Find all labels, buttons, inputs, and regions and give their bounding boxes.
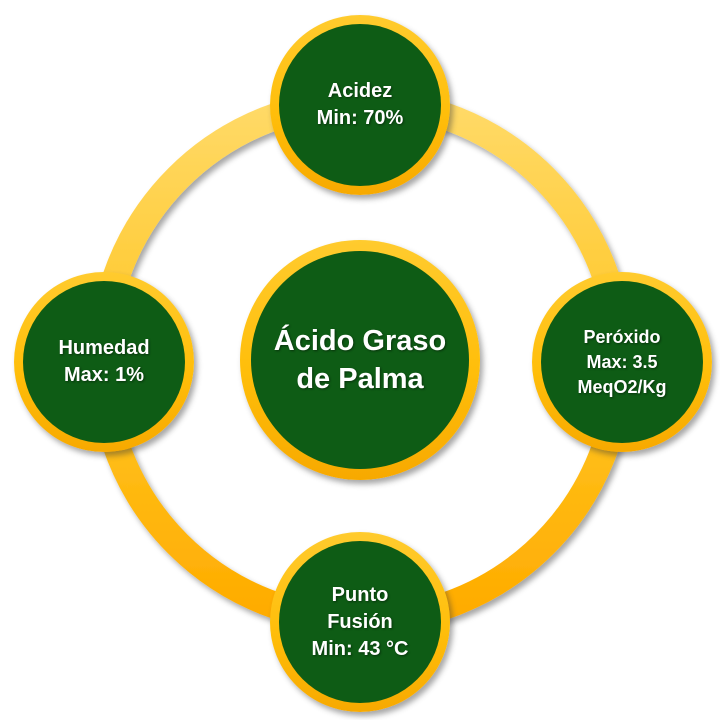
node-peroxido-body: Peróxido Max: 3.5 MeqO2/Kg [541,281,703,443]
node-punto-fusion: Punto Fusión Min: 43 °C [270,532,450,712]
node-label-line: MeqO2/Kg [577,376,667,397]
node-acidez: Acidez Min: 70% [270,15,450,195]
node-label-line: Min: 43 °C [311,637,409,660]
node-label-line: Peróxido [583,326,661,347]
node-label-line: Fusión [327,610,393,633]
node-humedad: Humedad Max: 1% [14,272,194,452]
center-label-line: Ácido Graso [273,325,447,357]
node-humedad-body: Humedad Max: 1% [23,281,185,443]
node-peroxido: Peróxido Max: 3.5 MeqO2/Kg [532,272,712,452]
center-label-line: de Palma [296,363,424,395]
node-punto-fusion-body: Punto Fusión Min: 43 °C [279,541,441,703]
center-node-acido-graso: Ácido Graso de Palma [240,240,480,480]
node-label-line: Max: 1% [63,364,145,386]
center-node-body: Ácido Graso de Palma [251,251,469,469]
node-label-line: Min: 70% [316,107,404,129]
node-label-line: Acidez [327,80,393,102]
node-label-line: Humedad [58,337,150,359]
node-label-line: Max: 3.5 [586,351,658,372]
node-label-line: Punto [331,583,389,606]
node-acidez-body: Acidez Min: 70% [279,24,441,186]
